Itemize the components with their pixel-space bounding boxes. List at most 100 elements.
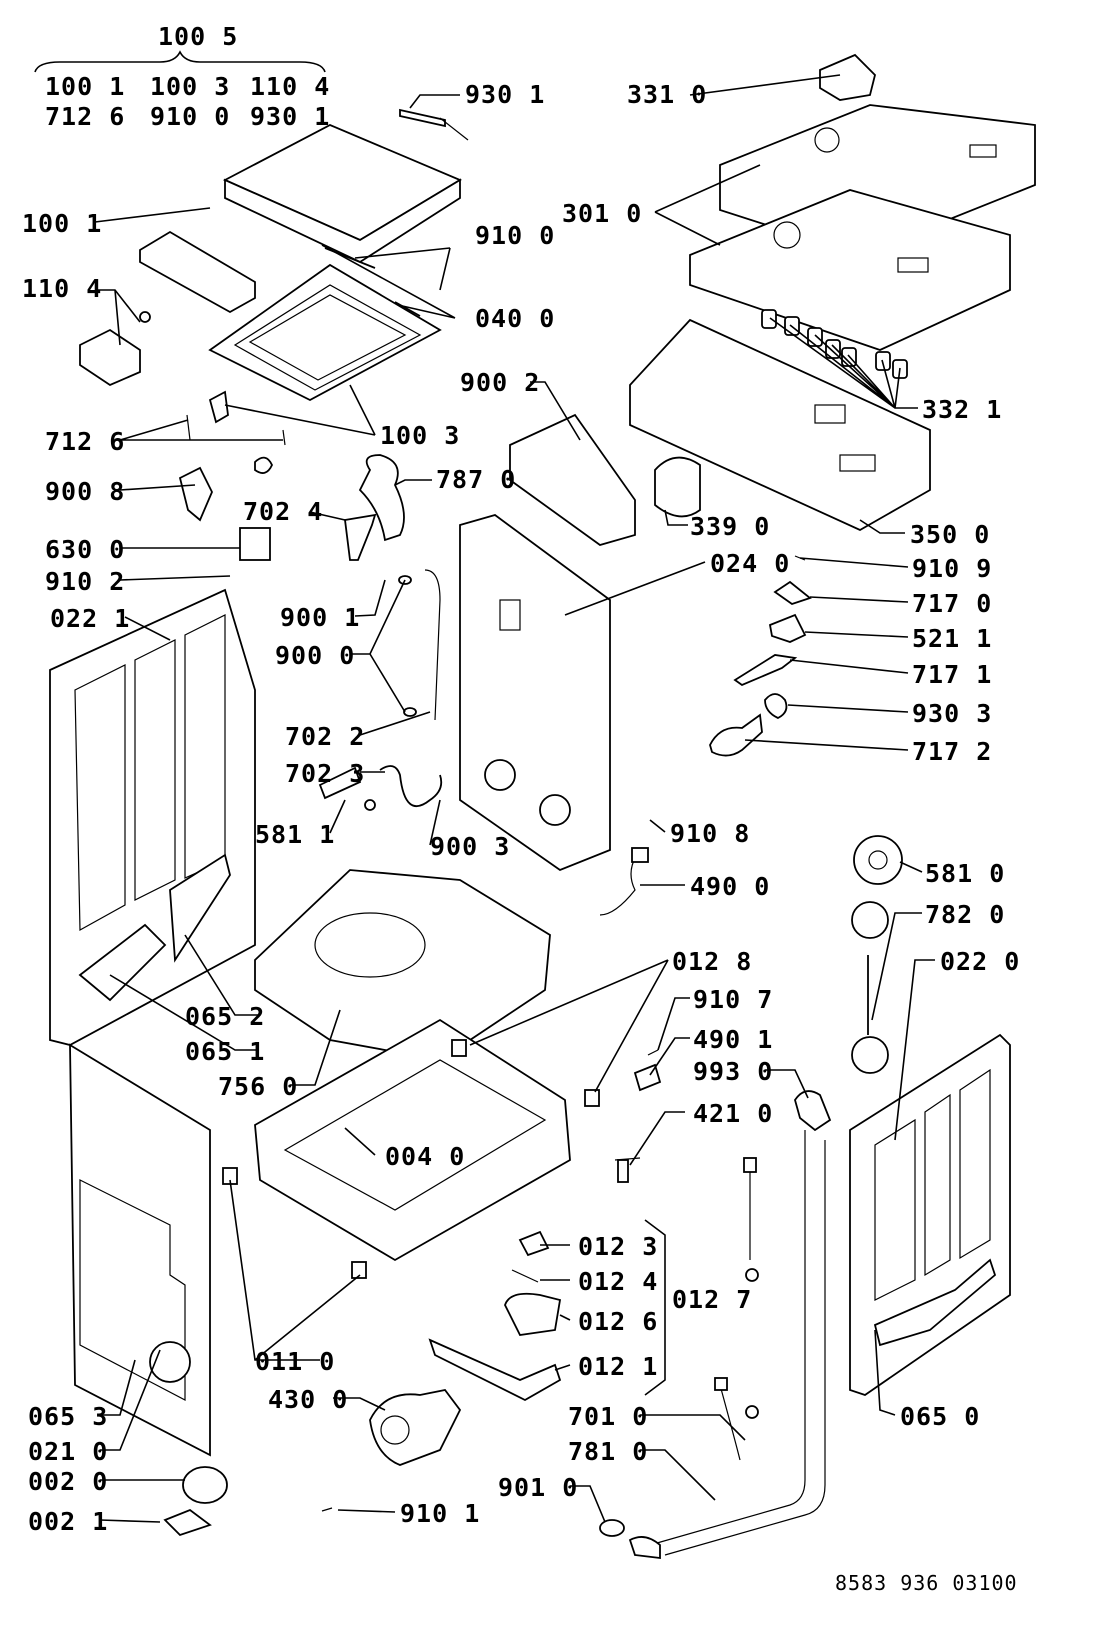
leader-lines [94,74,935,1523]
power-plug-drawing [631,847,649,863]
panel-pad-065-1-drawing [78,923,167,1002]
callout-label: 012 6 [578,1307,658,1336]
callout-label: 756 0 [218,1072,298,1101]
callout-label: 332 1 [922,395,1002,424]
callout-label: 350 0 [910,520,990,549]
callout-label: 065 2 [185,1002,265,1031]
rear-panel-drawing [459,514,611,872]
circlip-drawing [851,1036,889,1074]
callout-label: 787 0 [436,465,516,494]
kit-item-label: 910 0 [150,102,230,131]
callout-label: 900 0 [275,641,355,670]
electronic-board-drawing [629,318,931,532]
callout-label: 781 0 [568,1437,648,1466]
callout-label: 040 0 [475,304,555,333]
callout-label: 702 3 [285,759,365,788]
pump-housing-drawing [504,1292,562,1336]
program-selector-drawing [654,456,701,518]
foot-drawing [451,1039,467,1057]
lid-hinge-drawing [79,328,141,387]
drain-pipe-drawing [664,1140,826,1556]
callout-label: 900 8 [45,477,125,506]
callout-label: 910 8 [670,819,750,848]
selector-knob-drawing [819,53,876,101]
callout-label: 701 0 [568,1402,648,1431]
hinge-rod-drawing [394,301,421,317]
top-lid-drawing [222,124,462,242]
circlip-drawing [851,901,889,939]
callout-label: 430 0 [268,1385,348,1414]
suspension-top-drawing [743,1157,757,1173]
front-panel-drawing [69,1043,211,1457]
hose-end-drawing [628,1536,661,1560]
left-panel-rib [74,664,126,932]
right-side-panel-drawing [849,1033,1011,1396]
lock-spring-drawing [764,693,788,719]
spring-drawing [254,456,273,474]
callout-label: 581 1 [255,820,335,849]
callout-label: 301 0 [562,199,642,228]
kit-item-label: 712 6 [45,102,125,131]
left-side-panel-drawing [49,588,256,1046]
callout-label: 900 2 [460,368,540,397]
board-display [839,454,876,472]
screw-drawing [647,1049,659,1056]
drain-hose-drawing [379,765,443,808]
clip-drawing [208,390,229,424]
callout-label: 901 0 [498,1473,578,1502]
callout-label: 011 0 [255,1347,335,1376]
callout-label: 717 0 [912,589,992,618]
callout-label: 630 0 [45,535,125,564]
panel-pad-065-2-drawing [169,853,231,963]
callout-label: 910 0 [475,221,555,250]
chassis-inner [283,1059,547,1211]
lid-strip-tail [439,117,469,141]
tub-base-drawing [254,869,551,1061]
top-frame-drawing [208,263,442,402]
kit-group-header: 100 5 100 1 100 3 110 4 712 6 910 0 930 … [34,22,329,131]
drain-pump-drawing [369,1389,462,1466]
callout-label: 022 0 [940,947,1020,976]
callout-label: 065 3 [28,1402,108,1431]
drain-pipe-drawing [649,1130,806,1546]
right-panel-rib [959,1068,991,1260]
screw-drawing [321,1507,333,1512]
lid-strip-drawing [399,108,446,128]
small-block-drawing [239,527,271,561]
inlet-fitting-drawing [745,1405,759,1419]
callout-label: 993 0 [693,1057,773,1086]
top-lid-edge [224,178,461,264]
kit-item-label: 100 3 [150,72,230,101]
left-panel-rib [134,639,176,901]
latch-cover-drawing [773,580,812,605]
flap-hinge-drawing [163,1508,212,1537]
callout-label: 012 4 [578,1267,658,1296]
kit-bracket [34,50,326,73]
callout-label: 100 1 [22,209,102,238]
kit-label: 100 5 [158,22,238,51]
callout-label: 702 2 [285,722,365,751]
callout-label: 910 2 [45,567,125,596]
pin-drawing [282,429,286,446]
callout-label: 012 3 [578,1232,658,1261]
drawing-code: 8583 936 03100 [835,1571,1018,1595]
rear-panel-cutout [499,599,521,631]
callout-label: 012 7 [672,1285,752,1314]
callout-label: 702 4 [243,497,323,526]
callout-label: 065 1 [185,1037,265,1066]
callout-label: 581 0 [925,859,1005,888]
callout-label: 004 0 [385,1142,465,1171]
callout-label: 900 1 [280,603,360,632]
callout-label: 022 1 [50,604,130,633]
faceplate-display-window [969,144,997,158]
console-display-window [897,257,929,273]
callout-label: 782 0 [925,900,1005,929]
rear-panel-port [539,794,571,826]
callout-label: 930 3 [912,699,992,728]
callout-label: 910 9 [912,554,992,583]
callout-label: 012 1 [578,1352,658,1381]
callout-label: 021 0 [28,1437,108,1466]
lock-body-drawing [709,713,763,757]
level-tube-drawing [424,569,441,721]
